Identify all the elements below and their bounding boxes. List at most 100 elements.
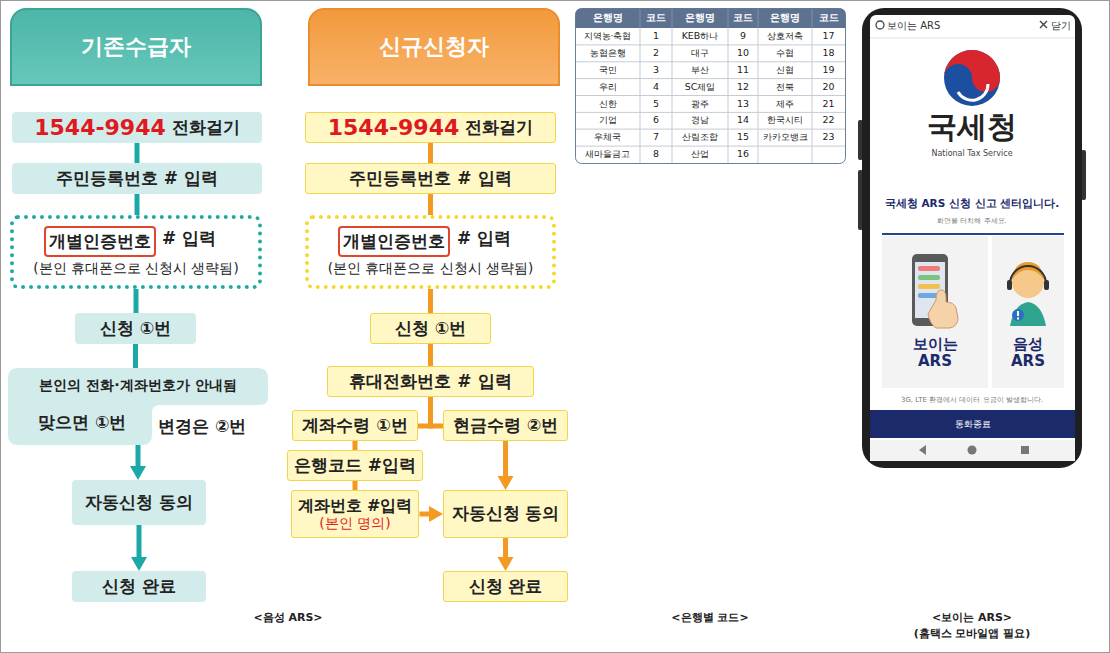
connector-line (133, 344, 138, 368)
table-cell: 국민 (575, 62, 640, 79)
table-header: 은행명 (672, 8, 728, 28)
end-box: 신청 완료 (72, 571, 206, 602)
node-text: 보이는 ARS (882, 336, 988, 371)
flow-connector (137, 143, 138, 163)
flow-connector (498, 538, 514, 571)
table-header: 코드 (728, 8, 758, 28)
table-cell: SC제일 (672, 79, 728, 96)
table-cell: 10 (728, 45, 758, 62)
flow-connector (354, 481, 355, 490)
table-cell: 9 (728, 28, 758, 45)
table-cell: 카카오뱅크 (758, 129, 812, 146)
node-text: 현금수령 ②번 (453, 416, 558, 436)
table-cell: 새마을금고 (575, 146, 640, 163)
table-header: 은행명 (575, 8, 640, 28)
connector-line (137, 525, 142, 559)
node-text: 본인의 전화·계좌번호가 안내됨 (8, 377, 268, 394)
flow-connector (135, 344, 136, 368)
table-cell: 기업 (575, 112, 640, 129)
step-box: 신청 ①번 (75, 313, 196, 344)
flow-connector (430, 143, 431, 163)
step-box: 계좌번호 #입력(본인 명의) (291, 490, 420, 538)
table-cell: 7 (640, 129, 672, 146)
flow-connector (419, 506, 443, 522)
table-cell: 11 (728, 62, 758, 79)
node-text: # 입력 (162, 229, 216, 249)
table-cell: 8 (640, 146, 672, 163)
connector-line (134, 289, 139, 313)
arrowhead (131, 557, 147, 571)
table-cell: 지역농·축협 (575, 28, 640, 45)
node-text: 1544-9944 (328, 115, 460, 140)
node-text: 신청 완료 (102, 577, 176, 597)
menu-panel: 음성 ARS (992, 236, 1064, 388)
arrowhead (429, 506, 443, 522)
agency-name-en: National Tax Service (892, 149, 1052, 158)
node-text: 전화걸기 (465, 118, 533, 138)
table-header: 코드 (812, 8, 845, 28)
connector-line (136, 445, 141, 468)
node-text: 계좌번호 #입력 (298, 497, 413, 515)
node-text: 전화걸기 (172, 118, 240, 138)
node-text: 1544-9944 (34, 115, 166, 140)
table-cell: 20 (812, 79, 845, 96)
branch-note: 변경은 ②번 (158, 417, 246, 437)
flow-connector (431, 397, 444, 426)
table-cell: 19 (812, 62, 845, 79)
table-header: 코드 (640, 8, 672, 28)
connector-line (428, 194, 433, 215)
table-cell: 상호저축 (758, 28, 812, 45)
table-cell: 23 (812, 129, 845, 146)
screen-note: 3G, LTE 환경에서 데이터 요금이 발생합니다. (872, 396, 1072, 404)
table-cell: 한국시티 (758, 112, 812, 129)
group-header: 기존수급자 (10, 8, 262, 86)
step-box: 신청 ①번 (370, 313, 491, 344)
choice-box: 현금수령 ②번 (443, 410, 568, 441)
caption: (홈택스 모바일앱 필요) (882, 628, 1062, 641)
node-text: 신규신청자 (379, 34, 489, 59)
node-text: 통화종료 (955, 419, 991, 429)
table-cell: 전북 (758, 79, 812, 96)
code-box: 개별인증번호 (44, 226, 156, 257)
table-cell: 우체국 (575, 129, 640, 146)
screen-text: 국세청 ARS 신청 신고 센터입니다. (872, 197, 1072, 209)
node-text: 음성 ARS (992, 336, 1064, 371)
table-cell: 18 (812, 45, 845, 62)
node-text: 신청 ①번 (395, 319, 466, 339)
connector-line (428, 143, 433, 163)
agency-name: 국세청 (892, 110, 1052, 145)
close-button: 닫기 (1051, 20, 1071, 32)
phone-hand-icon (912, 254, 958, 328)
bank-table (576, 9, 846, 164)
table-cell: 17 (812, 28, 845, 45)
step-box: 자동신청 동의 (443, 490, 568, 538)
connector-line (428, 289, 433, 313)
connector-line (428, 344, 433, 366)
table-header: 은행명 (758, 8, 812, 28)
table-cell: 우리 (575, 79, 640, 96)
caption: <보이는 ARS> (892, 612, 1052, 625)
table-cell: KEB하나 (672, 28, 728, 45)
flow-connector (430, 289, 431, 313)
step-box: 1544-9944전화걸기 (305, 112, 556, 143)
menu-panel: 보이는 ARS (882, 236, 988, 388)
node-text: # 입력 (457, 229, 511, 249)
connector-line (503, 538, 508, 559)
node-text: 자동신청 동의 (452, 504, 560, 524)
connector-line (135, 194, 140, 215)
operator-icon (1007, 262, 1049, 326)
table-cell: 경남 (672, 112, 728, 129)
connector-line (353, 441, 358, 450)
node-text: (본인 휴대폰으로 신청시 생략됨) (14, 261, 258, 277)
table-cell: 신한 (575, 96, 640, 113)
optional-step: # 입력 (본인 휴대폰으로 신청시 생략됨) 개별인증번호 (10, 215, 262, 289)
node-text: 신청 완료 (469, 577, 543, 597)
table-cell: 15 (728, 129, 758, 146)
table-cell: 제주 (758, 96, 812, 113)
node-text: 휴대전화번호 # 입력 (349, 372, 511, 392)
phone (858, 8, 1086, 468)
table-cell: 3 (640, 62, 672, 79)
connector-line (352, 481, 357, 490)
table-cell: 2 (640, 45, 672, 62)
nts-logo (944, 50, 1000, 106)
